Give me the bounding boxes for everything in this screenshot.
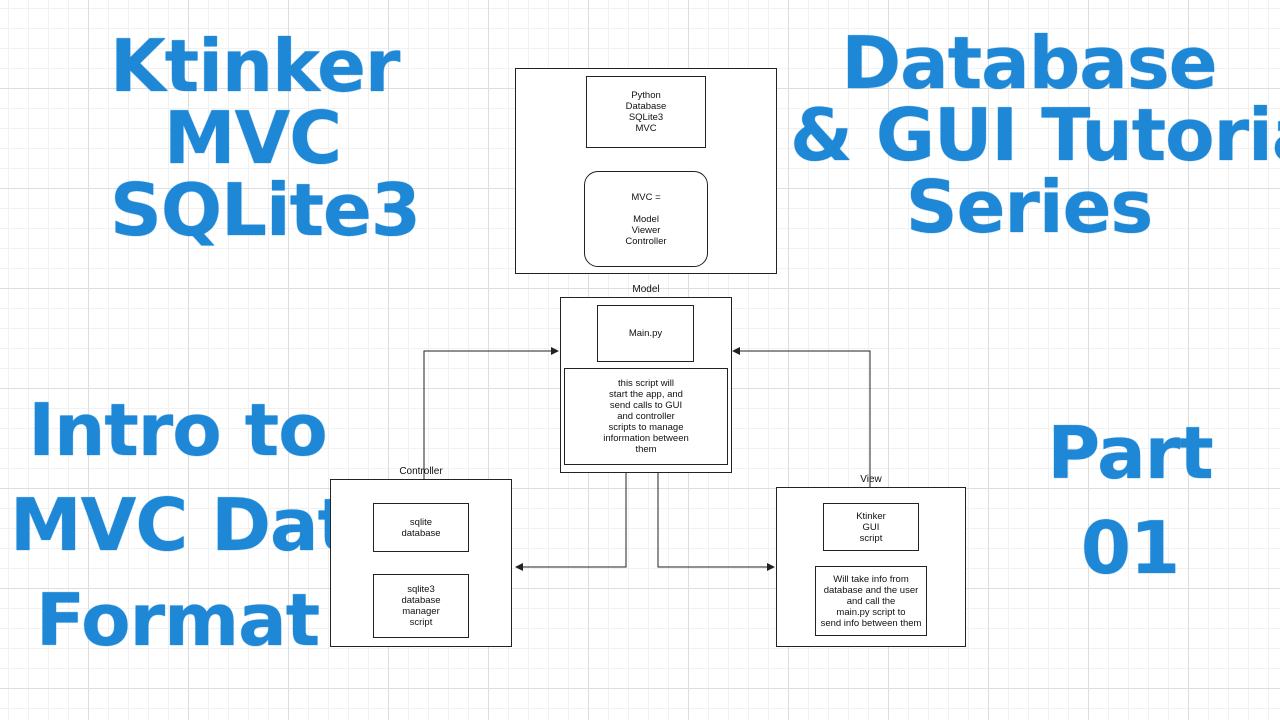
desc-line: send calls to GUI: [609, 400, 683, 411]
sqlite-database-box: sqlite database: [373, 503, 469, 552]
title-top-left: Ktinker MVC SQLite3: [110, 24, 421, 252]
title-line: Series: [905, 165, 1154, 249]
gui-line: GUI: [862, 521, 880, 533]
model-label: Model: [632, 284, 660, 295]
model-description-box: this script will start the app, and send…: [564, 368, 728, 465]
view-description-box: Will take info from database and the use…: [815, 566, 927, 636]
title-line: Format: [35, 578, 320, 662]
arrow-controller-to-model: [423, 347, 559, 480]
desc-line: Will take info from: [833, 573, 909, 585]
title-line: SQLite3: [110, 168, 421, 252]
title-line: MVC: [163, 96, 342, 180]
desc-line: and controller: [617, 411, 675, 422]
controller-label: Controller: [399, 466, 443, 477]
info-line: Database: [625, 101, 667, 112]
manager-line: database: [401, 595, 441, 606]
desc-line: main.py script to: [836, 606, 906, 618]
title-top-right: Database & GUI Tutorial Series: [790, 21, 1280, 249]
info-line: MVC: [635, 123, 657, 134]
mvc-definition-box: MVC = Model Viewer Controller: [584, 171, 708, 267]
desc-line: and call the: [846, 595, 896, 607]
mvc-line: Controller: [625, 235, 667, 247]
info-line: Python: [631, 90, 661, 101]
manager-line: script: [409, 617, 433, 628]
python-info-box: Python Database SQLite3 MVC: [586, 76, 706, 148]
title-bottom-right: Part 01: [1040, 406, 1220, 596]
db-line: sqlite: [409, 516, 433, 528]
desc-line: them: [635, 444, 657, 455]
mvc-line: MVC =: [631, 191, 661, 203]
title-line: Intro to: [28, 388, 327, 472]
title-line: Part: [1047, 411, 1213, 495]
title-line: & GUI Tutorial: [790, 93, 1280, 177]
title-line: 01: [1080, 506, 1180, 590]
mvc-line: Viewer: [631, 224, 661, 236]
database-manager-box: sqlite3 database manager script: [373, 574, 469, 638]
mvc-line: Model: [633, 213, 659, 225]
desc-line: this script will: [618, 378, 674, 389]
gui-line: Ktinker: [856, 510, 886, 522]
gui-script-box: Ktinker GUI script: [823, 503, 919, 551]
manager-line: sqlite3: [407, 584, 435, 595]
title-line: Database: [841, 21, 1217, 105]
main-py-box: Main.py: [597, 305, 694, 362]
info-line: SQLite3: [628, 112, 664, 123]
arrow-model-to-controller: [515, 472, 627, 571]
desc-line: database and the user: [823, 584, 919, 596]
view-label: View: [860, 474, 882, 485]
desc-line: start the app, and: [609, 389, 683, 400]
gui-line: script: [859, 532, 883, 544]
db-line: database: [401, 527, 441, 539]
desc-line: information between: [603, 433, 689, 444]
arrow-model-to-view: [657, 472, 775, 571]
desc-line: scripts to manage: [608, 422, 684, 433]
manager-line: manager: [402, 606, 440, 617]
title-line: Ktinker: [110, 24, 400, 108]
arrow-view-to-model: [732, 347, 871, 488]
desc-line: send info between them: [820, 617, 922, 629]
